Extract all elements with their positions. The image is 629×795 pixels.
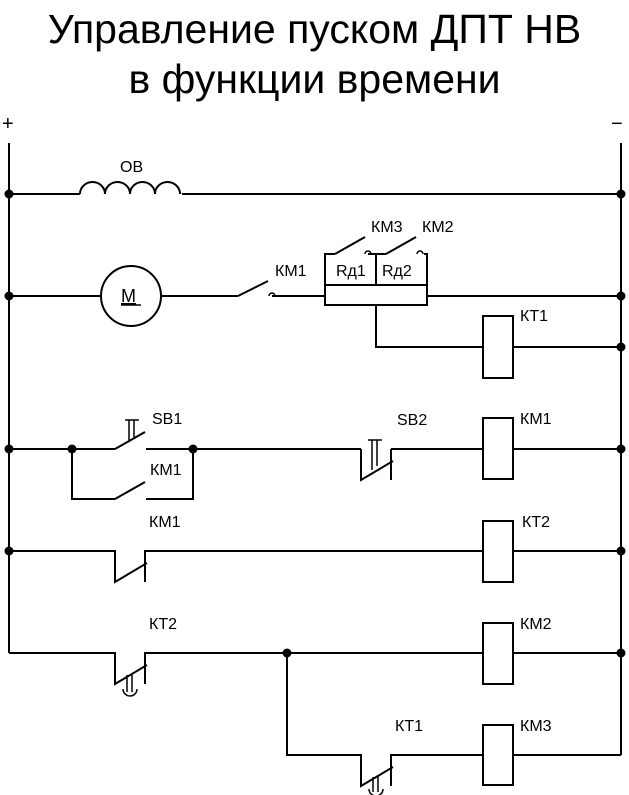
km3-coil-icon: [482, 724, 514, 786]
km1-coil-icon: [482, 417, 514, 480]
kt2-contact-icon: [9, 652, 148, 686]
kt1-contact-icon: [286, 653, 394, 788]
km2-coil-icon: [482, 622, 514, 685]
kt2-coil-circuit: КМ1 КТ2: [4, 514, 626, 584]
starting-resistor-icon: [324, 284, 428, 306]
kt1-contact-label: КТ1: [395, 718, 423, 735]
diagram-title: Управление пуском ДПТ НВ в функции време…: [0, 4, 629, 104]
km1-hold-contact-label: КМ1: [150, 462, 182, 479]
km2-coil-label: КМ2: [520, 616, 552, 633]
km3-coil-label: КМ3: [520, 718, 552, 735]
sb1-button-icon: [114, 431, 146, 450]
kt2-contact-label: КТ2: [149, 616, 177, 633]
kt2-coil-icon: [482, 520, 514, 583]
km1-nc-contact-icon: [9, 550, 148, 584]
field-winding-coil-icon: [79, 181, 181, 195]
km3-coil-circuit: КТ1 КМ3: [286, 653, 621, 795]
kt1-coil-circuit: КТ1: [375, 305, 626, 379]
kt1-coil-label: КТ1: [520, 308, 548, 325]
km3-contact-label: КМ3: [371, 219, 403, 236]
km2-contact-icon: [385, 236, 417, 255]
field-winding-circuit: ОВ: [4, 159, 626, 199]
rd2-label: Rд2: [382, 263, 412, 280]
kt2-coil-label: КТ2: [522, 514, 550, 531]
positive-rail-label: +: [2, 113, 14, 135]
km3-contact-icon: [334, 236, 366, 255]
title-line-2: в функции времени: [128, 56, 501, 102]
sb2-button-icon: [360, 449, 394, 482]
motor-label: M: [121, 286, 136, 306]
km1-coil-label: КМ1: [520, 411, 552, 428]
km1-hold-contact-icon: [114, 481, 146, 500]
km1-coil-circuit: SB1 КМ1 SB2 КМ1: [4, 411, 626, 500]
armature-circuit: M КМ1 Rд1 Rд2 КМ3 КМ2: [4, 219, 626, 327]
km1-main-contact-label: КМ1: [275, 263, 307, 280]
sb2-label: SB2: [397, 412, 427, 429]
rd1-label: Rд1: [336, 263, 366, 280]
title-line-1: Управление пуском ДПТ НВ: [47, 6, 582, 52]
km1-nc-contact-label: КМ1: [149, 514, 181, 531]
negative-rail-label: −: [611, 113, 623, 135]
km1-main-contact-icon: [237, 280, 269, 297]
km2-contact-label: КМ2: [422, 219, 454, 236]
field-winding-label: ОВ: [120, 159, 143, 176]
sb1-label: SB1: [152, 411, 182, 428]
kt1-coil-icon: [482, 315, 514, 379]
km2-coil-circuit: КТ2 КМ2: [9, 616, 626, 697]
